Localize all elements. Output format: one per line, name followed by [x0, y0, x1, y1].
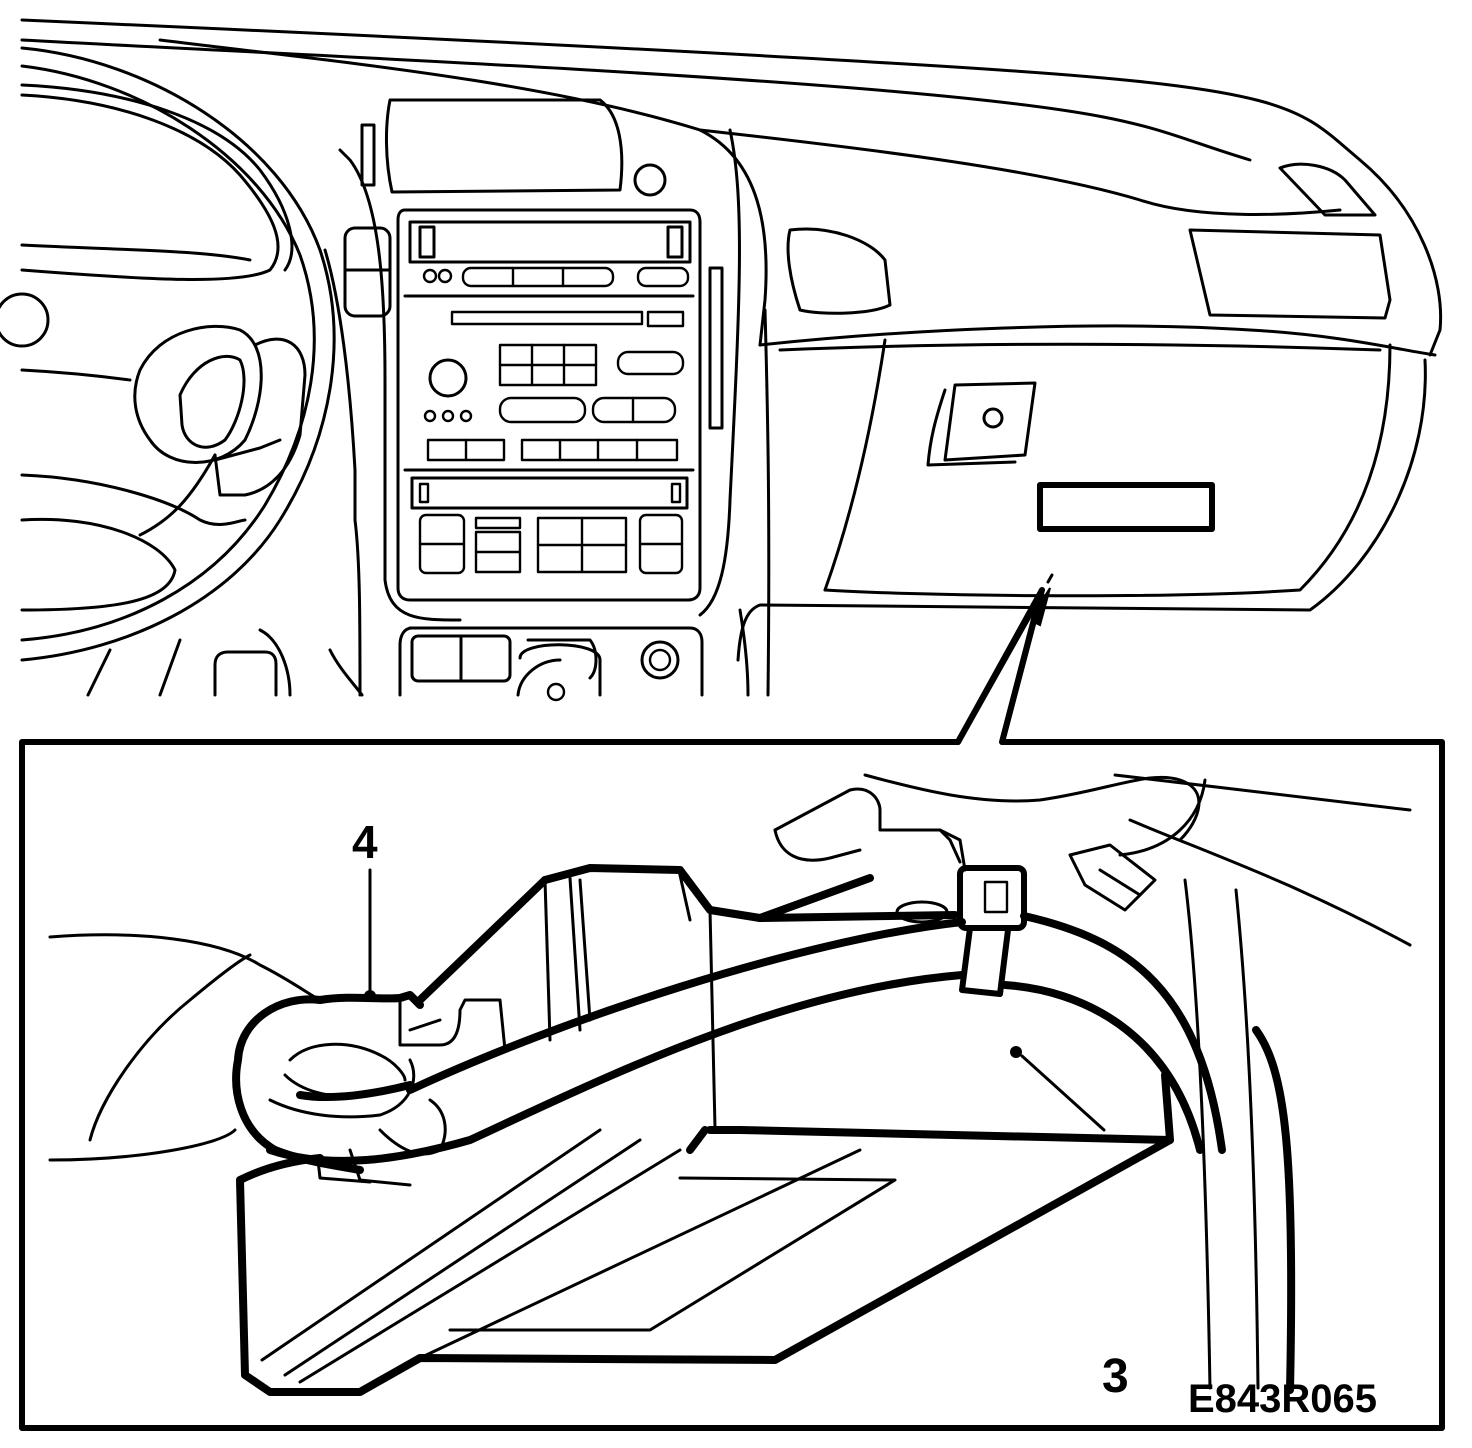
- dashboard-overview: [0, 18, 1443, 702]
- detail-illustration: [48, 773, 1412, 1396]
- callout-4-label: 4: [352, 816, 378, 868]
- detail-frame: [19, 587, 1445, 1431]
- leader-dot-4: [364, 990, 376, 1002]
- leader-dot-3: [1010, 1046, 1022, 1058]
- drawing-code: E843R065: [1188, 1377, 1377, 1421]
- leader-line-3: [1020, 1054, 1106, 1132]
- callout-3-label: 3: [1102, 1350, 1129, 1403]
